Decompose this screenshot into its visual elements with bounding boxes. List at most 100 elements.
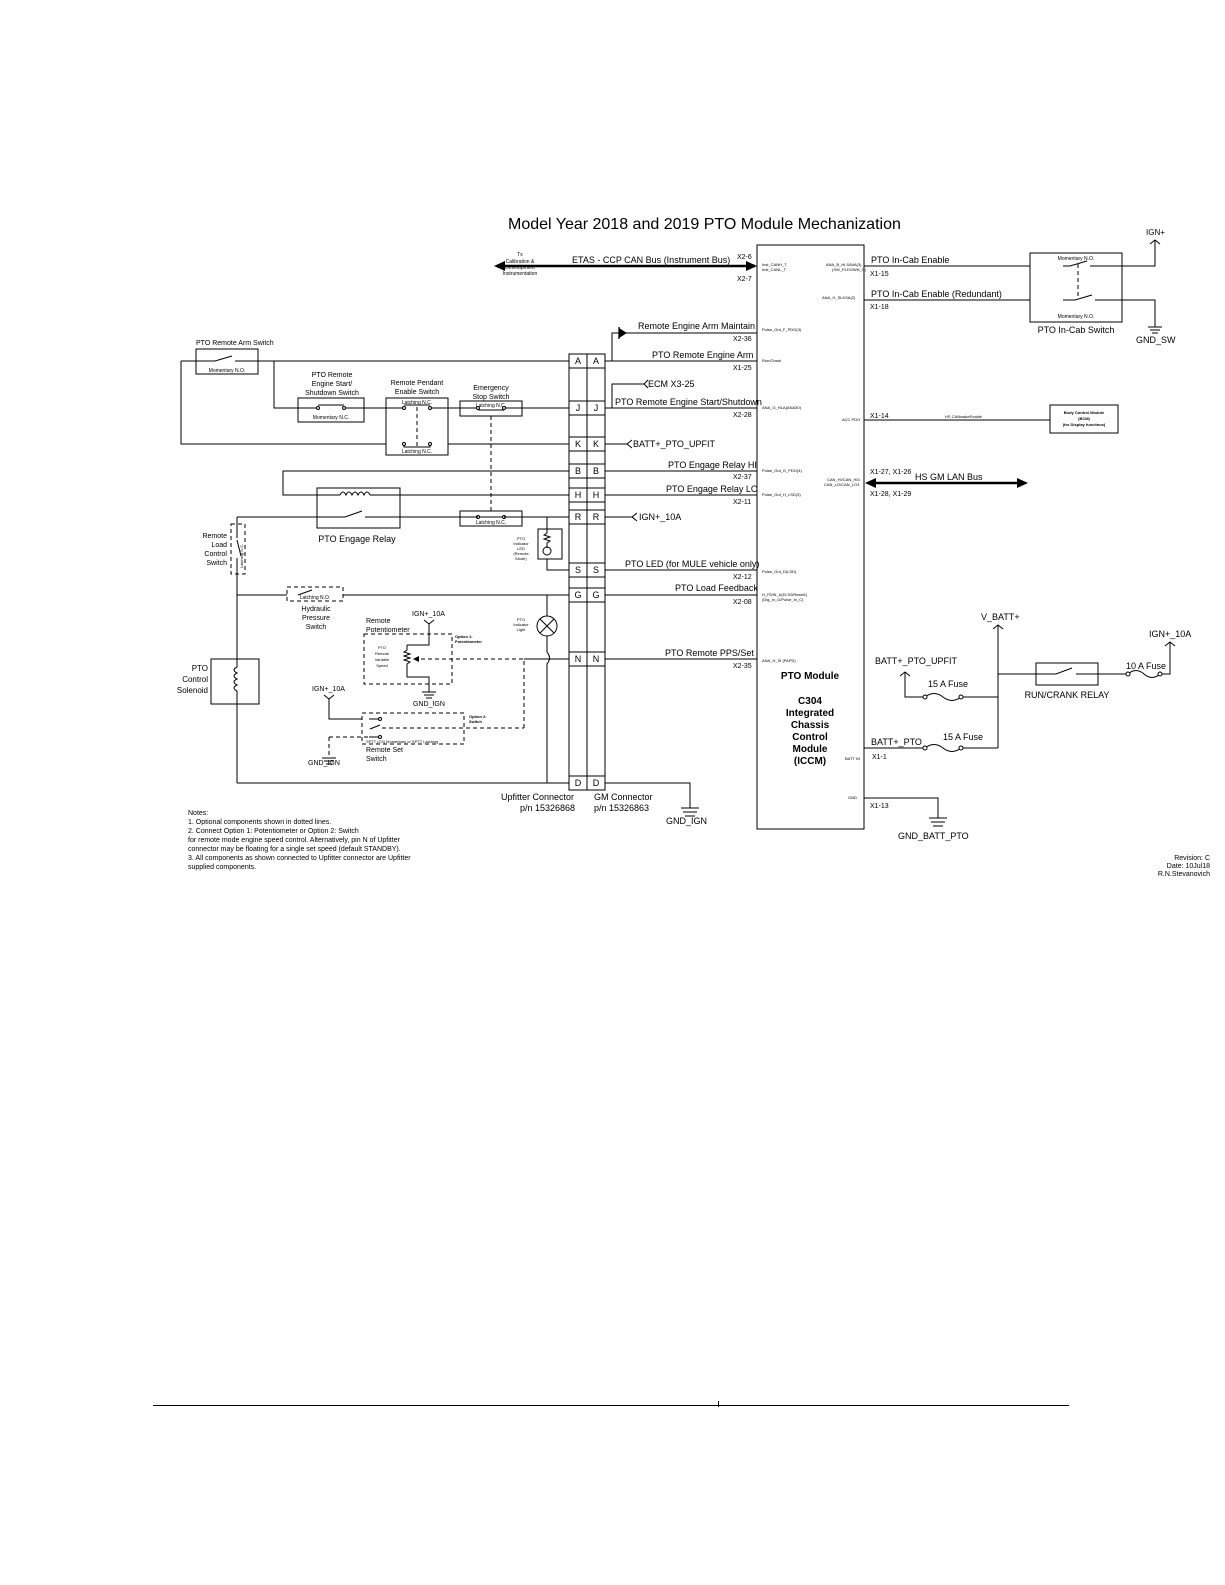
pin-label: S <box>575 565 581 575</box>
latching-nc-4: Latching N.C. <box>476 520 506 526</box>
etas-bus-label: ETAS - CCP CAN Bus (Instrument Bus) <box>572 255 730 265</box>
engage-relay-hi-label: PTO Engage Relay HI <box>668 460 757 470</box>
svg-text:PTO: PTO <box>517 617 525 622</box>
v-batt-label: V_BATT+ <box>981 612 1020 622</box>
pin-label: R <box>575 512 582 522</box>
svg-text:Option 1:: Option 1: <box>455 634 473 639</box>
gnd-batt-pto-symbol <box>929 817 947 827</box>
x1-25-label: X1-25 <box>733 365 752 372</box>
remote-start-switch-box <box>297 397 365 423</box>
relay-contact <box>237 510 569 518</box>
remote-pendant-box <box>385 397 449 456</box>
pin-label: D <box>593 778 600 788</box>
ign-10a-sw-label: IGN+_10A <box>312 686 345 693</box>
ign-10a-right-wire <box>1162 642 1171 675</box>
incab-enable-label: PTO In-Cab Enable <box>871 255 949 265</box>
x2-37-label: X2-37 <box>733 474 752 481</box>
pin-label: H <box>593 490 600 500</box>
batt-upfit-label: BATT+_PTO_UPFIT <box>633 439 715 449</box>
arm-maintain-label: Remote Engine Arm Maintain <box>638 321 755 331</box>
gnd-ign-conn-label: GND_IGN <box>666 816 707 826</box>
momentary-no-arm-label: Momentary N.O. <box>209 368 246 374</box>
x2-7-label: X2-7 <box>737 276 752 283</box>
svg-text:Tx: Tx <box>517 252 523 258</box>
x2-6-label: X2-6 <box>737 254 752 261</box>
svg-text:Indicator: Indicator <box>513 541 529 546</box>
pto-led-label: PTO LED (for MULE vehicle only) <box>625 559 759 569</box>
pin-label: B <box>593 466 599 476</box>
gnd-batt-pto-wire <box>864 797 939 818</box>
pin-label: G <box>592 590 599 600</box>
x1-14-label: X1-14 <box>870 413 889 420</box>
svg-text:PTO: PTO <box>378 645 386 650</box>
svg-text:Potentiometer: Potentiometer <box>455 639 482 644</box>
batt-upfit-arrow <box>626 439 633 449</box>
ecm-arrow <box>643 379 649 389</box>
latching-nc-v: Latching N.C. <box>239 544 244 568</box>
pin-label: A <box>593 356 599 366</box>
latching-nc-3: Latching N.C. <box>476 403 506 409</box>
x1-27-label: X1-27, X1-26 <box>870 469 911 476</box>
bcm-box <box>1049 404 1119 434</box>
svg-text:PTO: PTO <box>517 536 525 541</box>
pin-label: K <box>575 439 581 449</box>
latching-nc-1: Latching N.C. <box>402 400 432 406</box>
note-line: Notes: <box>188 810 208 817</box>
gnd-sw-symbol <box>1148 326 1162 334</box>
note-line: for remote mode engine speed control. Al… <box>188 837 401 844</box>
x1-1-label: X1-1 <box>872 754 887 761</box>
svg-text:Solenoid: Solenoid <box>177 686 208 695</box>
fuse-15a-2-label: 15 A Fuse <box>943 732 983 742</box>
tx-calibration-label: Tx Calibration & Development Instrumenta… <box>503 252 538 277</box>
svg-text:(for Display functions): (for Display functions) <box>1063 422 1106 427</box>
gnd-ign-conn-wire <box>605 782 691 808</box>
gnd-batt-pto-label: GND_BATT_PTO <box>898 831 969 841</box>
module-pin-label: H_FDIN_A(DI,SDReset1) <box>762 592 808 597</box>
lan-arrow-left <box>865 478 876 488</box>
remote-start-switch-label: PTO Remote Engine Start/ Shutdown Switch <box>305 372 359 397</box>
ign-plus-label: IGN+ <box>1146 228 1165 237</box>
module-pin-label: Pulse_Out_F_PDO(3) <box>762 327 802 332</box>
relay-hi-left-wire <box>282 470 569 496</box>
option2-label: Option 2: Switch <box>469 714 487 724</box>
gnd-ign-conn-symbol <box>681 807 699 817</box>
notes: Notes: 1. Optional components shown in d… <box>188 810 411 871</box>
batt-upfit-right-label: BATT+_PTO_UPFIT <box>875 656 957 666</box>
remote-load-switch-box <box>230 523 246 575</box>
batt-upfit-right-wire <box>904 672 925 698</box>
svg-text:Switch: Switch <box>306 624 327 631</box>
load-feedback-label: PTO Load Feedback <box>675 583 758 593</box>
solenoid-coil <box>233 659 239 704</box>
potentiometer-icon <box>402 645 412 672</box>
svg-text:Shutdown Switch: Shutdown Switch <box>305 390 359 397</box>
svg-text:PTO: PTO <box>192 664 208 673</box>
svg-text:Mode): Mode) <box>515 556 527 561</box>
remote-set-switch-label: Remote Set Switch <box>366 747 403 763</box>
svg-text:Light: Light <box>517 627 527 632</box>
gnd-sw-label: GND_SW <box>1136 335 1176 345</box>
module-line: Chassis <box>791 720 830 731</box>
footer-rule-tick <box>718 1401 719 1407</box>
x2-08-label: X2-08 <box>733 599 752 606</box>
ign-plus-symbol <box>1149 239 1161 245</box>
svg-text:Development: Development <box>505 265 535 271</box>
svg-text:Body Control Module: Body Control Module <box>1064 410 1105 415</box>
module-pin-label: Run/Crank <box>762 358 781 363</box>
pto-module-box <box>756 244 865 830</box>
incab-switch-contact-1 <box>1063 260 1122 267</box>
module-line: Integrated <box>786 708 834 719</box>
momentary-nc-label: Momentary N.C. <box>313 415 349 421</box>
remote-pendant-label: Remote Pendant Enable Switch <box>391 380 444 396</box>
pin-label: H <box>575 490 582 500</box>
svg-text:Engine Start/: Engine Start/ <box>312 381 353 388</box>
svg-text:Option 2:: Option 2: <box>469 714 487 719</box>
pin-label: K <box>593 439 599 449</box>
pto-incab-switch-box <box>1029 252 1123 323</box>
module-line: Control <box>792 732 828 743</box>
momentary-no-bottom: Momentary N.O. <box>1058 314 1095 320</box>
led-resistor <box>542 529 552 548</box>
gm-connector-label: GM Connector <box>594 792 653 802</box>
module-pin-label: Pulse_Out_G_PDO(4) <box>762 468 802 473</box>
svg-text:Instrumentation: Instrumentation <box>503 271 538 277</box>
